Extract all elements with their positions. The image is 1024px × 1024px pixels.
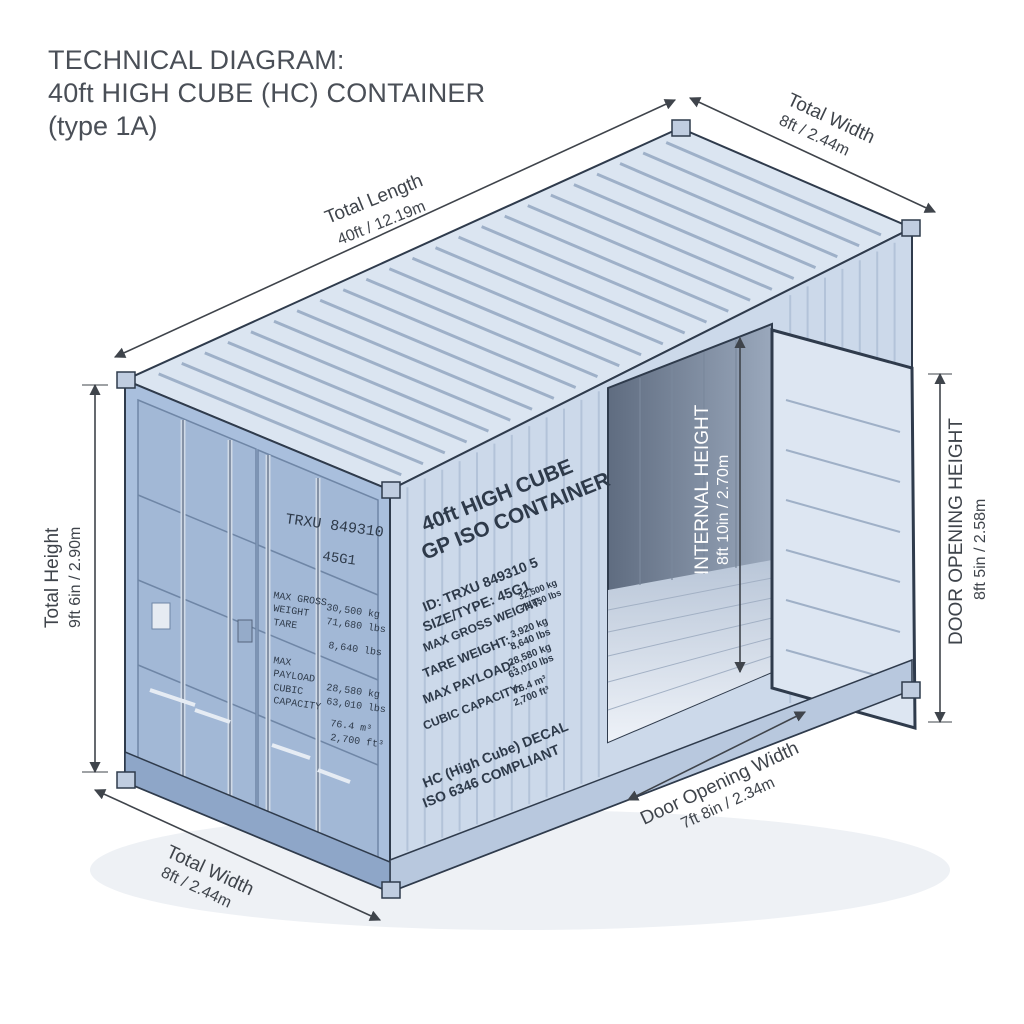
total-height-label: Total Height (42, 527, 63, 628)
door-max: MAX (272, 656, 291, 669)
door-tare: TARE (272, 618, 297, 632)
total-length-arrow (113, 99, 677, 358)
door-latch (237, 619, 253, 643)
roof-rib (158, 372, 402, 477)
total-height-value: 9ft 6in / 2.90m (67, 527, 84, 628)
door-opening-width-arrow (626, 711, 807, 801)
roof-rib (227, 340, 468, 444)
corner-castings (116, 119, 921, 899)
door-handles (149, 688, 351, 784)
door-cubic: CUBIC (272, 683, 303, 698)
roof-rib (181, 361, 424, 466)
dimension-lines (89, 97, 946, 921)
internal-height-value: 8ft 10in / 2.70m (715, 455, 732, 565)
open-door-leaf (770, 328, 917, 730)
door-opening-height-value: 8ft 5in / 2.58m (972, 499, 989, 600)
total-width-top-arrow (688, 97, 937, 213)
door-type: 45G1 (321, 549, 357, 570)
title-line-1: TECHNICAL DIAGRAM: (48, 45, 345, 75)
door-opening-height-label: DOOR OPENING HEIGHT (946, 418, 967, 645)
total-width-bottom-arrow (93, 789, 382, 921)
roof-rib (204, 351, 446, 455)
internal-height-label: INTERNAL HEIGHT (692, 404, 713, 575)
door-label-plate (151, 602, 171, 630)
door-weight: WEIGHT (272, 604, 309, 620)
